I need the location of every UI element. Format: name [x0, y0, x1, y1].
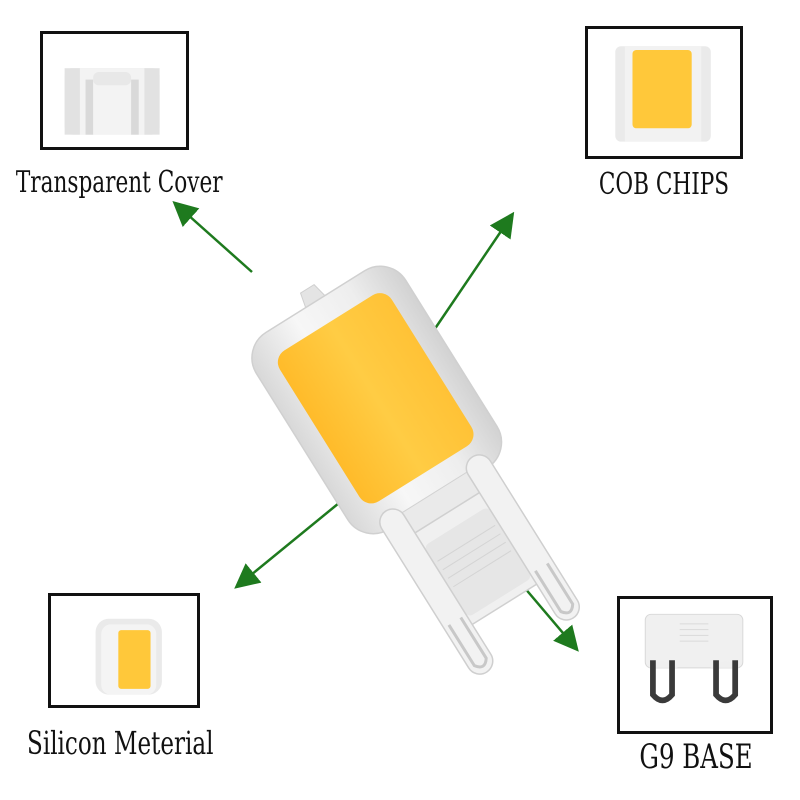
- cob-chips-image: [615, 46, 711, 142]
- g9-base-label: G9 BASE: [639, 737, 753, 777]
- silicon-material-box: [48, 593, 200, 708]
- arrow-cob-chips: [428, 211, 515, 337]
- cob-chips-label: COB CHIPS: [598, 167, 730, 202]
- arrow-g9-base: [517, 579, 579, 652]
- g9-base-box: [617, 596, 773, 734]
- arrow-transparent-cover: [172, 201, 253, 273]
- bulb-leg-left: [379, 508, 494, 675]
- bulb-leg-right: [465, 454, 580, 621]
- transparent-cover-box: [40, 31, 189, 150]
- silicon-material-image: [95, 618, 162, 695]
- bulb-pin-left: [447, 616, 488, 669]
- silicon-material-label: Silicon Meterial: [27, 724, 214, 762]
- bulb-cob-chip: [277, 293, 474, 504]
- g9-base-image: [644, 613, 744, 704]
- bulb-base-ridges: [437, 524, 512, 588]
- cob-chips-box: [585, 26, 743, 159]
- bulb-base-inner: [425, 508, 531, 616]
- transparent-cover-image: [64, 68, 160, 135]
- transparent-cover-label: Transparent Cover: [15, 165, 223, 200]
- g9-bulb: [251, 265, 580, 675]
- bulb-pin-right: [534, 562, 575, 615]
